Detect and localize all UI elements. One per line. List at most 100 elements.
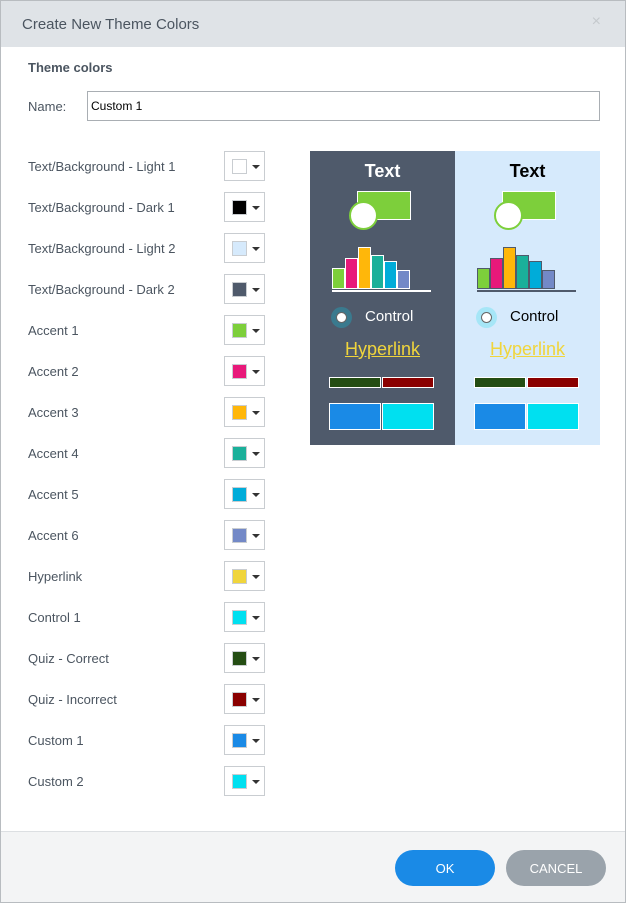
color-picker-button[interactable] bbox=[224, 315, 265, 345]
cancel-button[interactable]: CANCEL bbox=[506, 850, 606, 886]
color-swatch bbox=[232, 610, 247, 625]
chart-bar bbox=[490, 258, 503, 289]
chart-preview bbox=[477, 247, 576, 292]
color-row: Accent 5 bbox=[28, 479, 268, 509]
color-label: Custom 2 bbox=[28, 774, 84, 789]
color-picker-button[interactable] bbox=[224, 561, 265, 591]
color-picker-button[interactable] bbox=[224, 233, 265, 263]
chart-preview bbox=[332, 247, 431, 292]
color-swatch bbox=[232, 446, 247, 461]
color-swatch bbox=[232, 200, 247, 215]
quiz-incorrect-swatch bbox=[527, 377, 579, 388]
color-picker-button[interactable] bbox=[224, 684, 265, 714]
color-row: Accent 3 bbox=[28, 397, 268, 427]
color-row: Accent 1 bbox=[28, 315, 268, 345]
color-label: Control 1 bbox=[28, 610, 81, 625]
color-label: Text/Background - Light 2 bbox=[28, 241, 176, 256]
color-swatch bbox=[232, 405, 247, 420]
color-swatch bbox=[232, 692, 247, 707]
preview-dark: Text Control Hyperlink bbox=[310, 151, 455, 445]
color-row: Text/Background - Light 2 bbox=[28, 233, 268, 263]
chart-baseline bbox=[332, 290, 431, 292]
color-swatch bbox=[232, 323, 247, 338]
dialog-footer bbox=[1, 831, 625, 902]
color-label: Quiz - Correct bbox=[28, 651, 109, 666]
color-picker-button[interactable] bbox=[224, 643, 265, 673]
color-label: Accent 1 bbox=[28, 323, 79, 338]
chevron-down-icon bbox=[252, 165, 260, 169]
custom1-swatch bbox=[474, 403, 526, 430]
color-picker-button[interactable] bbox=[224, 192, 265, 222]
chart-bar bbox=[384, 261, 397, 289]
color-picker-button[interactable] bbox=[224, 438, 265, 468]
color-swatch bbox=[232, 774, 247, 789]
color-label: Text/Background - Light 1 bbox=[28, 159, 176, 174]
color-swatch bbox=[232, 241, 247, 256]
color-row: Quiz - Correct bbox=[28, 643, 268, 673]
color-row: Accent 6 bbox=[28, 520, 268, 550]
color-picker-button[interactable] bbox=[224, 520, 265, 550]
color-label: Text/Background - Dark 2 bbox=[28, 282, 175, 297]
ok-button[interactable]: OK bbox=[395, 850, 495, 886]
chevron-down-icon bbox=[252, 247, 260, 251]
close-icon[interactable]: × bbox=[591, 13, 601, 30]
section-heading: Theme colors bbox=[28, 60, 113, 75]
color-row: Text/Background - Light 1 bbox=[28, 151, 268, 181]
custom1-swatch bbox=[329, 403, 381, 430]
chart-bar bbox=[477, 268, 490, 289]
dialog-header: Create New Theme Colors × bbox=[1, 1, 625, 47]
chevron-down-icon bbox=[252, 452, 260, 456]
chart-bar bbox=[397, 270, 410, 289]
color-picker-button[interactable] bbox=[224, 397, 265, 427]
color-row: Quiz - Incorrect bbox=[28, 684, 268, 714]
chevron-down-icon bbox=[252, 698, 260, 702]
name-label: Name: bbox=[28, 99, 67, 114]
chart-bar bbox=[516, 255, 529, 289]
control-label: Control bbox=[510, 308, 559, 325]
hyperlink-preview: Hyperlink bbox=[344, 339, 421, 359]
color-label: Hyperlink bbox=[28, 569, 83, 584]
color-label: Accent 5 bbox=[28, 487, 79, 502]
chart-bar bbox=[358, 247, 371, 289]
custom2-swatch bbox=[527, 403, 579, 430]
chevron-down-icon bbox=[252, 493, 260, 497]
control-label: Control bbox=[365, 308, 414, 325]
chevron-down-icon bbox=[252, 288, 260, 292]
color-label: Custom 1 bbox=[28, 733, 84, 748]
color-swatch bbox=[232, 733, 247, 748]
quiz-correct-swatch bbox=[474, 377, 526, 388]
chevron-down-icon bbox=[252, 329, 260, 333]
chart-bar bbox=[529, 261, 542, 289]
chart-bar bbox=[332, 268, 345, 289]
color-picker-button[interactable] bbox=[224, 479, 265, 509]
color-label: Accent 6 bbox=[28, 528, 79, 543]
chevron-down-icon bbox=[252, 370, 260, 374]
color-swatch bbox=[232, 487, 247, 502]
name-input[interactable] bbox=[87, 91, 600, 121]
color-row: Hyperlink bbox=[28, 561, 268, 591]
chevron-down-icon bbox=[252, 411, 260, 415]
color-label: Text/Background - Dark 1 bbox=[28, 200, 175, 215]
color-picker-button[interactable] bbox=[224, 151, 265, 181]
color-picker-button[interactable] bbox=[224, 274, 265, 304]
quiz-incorrect-swatch bbox=[382, 377, 434, 388]
chevron-down-icon bbox=[252, 657, 260, 661]
color-row: Control 1 bbox=[28, 602, 268, 632]
color-label: Accent 2 bbox=[28, 364, 79, 379]
color-row: Accent 4 bbox=[28, 438, 268, 468]
color-picker-button[interactable] bbox=[224, 602, 265, 632]
chevron-down-icon bbox=[252, 575, 260, 579]
toggle-knob bbox=[494, 201, 523, 230]
chart-baseline bbox=[477, 290, 576, 292]
color-picker-button[interactable] bbox=[224, 725, 265, 755]
dialog-title: Create New Theme Colors bbox=[22, 16, 200, 33]
preview-text: Text bbox=[364, 161, 401, 181]
chart-bar bbox=[371, 255, 384, 289]
color-picker-button[interactable] bbox=[224, 356, 265, 386]
color-row: Custom 1 bbox=[28, 725, 268, 755]
chevron-down-icon bbox=[252, 206, 260, 210]
quiz-correct-swatch bbox=[329, 377, 381, 388]
color-swatch bbox=[232, 364, 247, 379]
radio-preview bbox=[331, 307, 352, 328]
color-picker-button[interactable] bbox=[224, 766, 265, 796]
